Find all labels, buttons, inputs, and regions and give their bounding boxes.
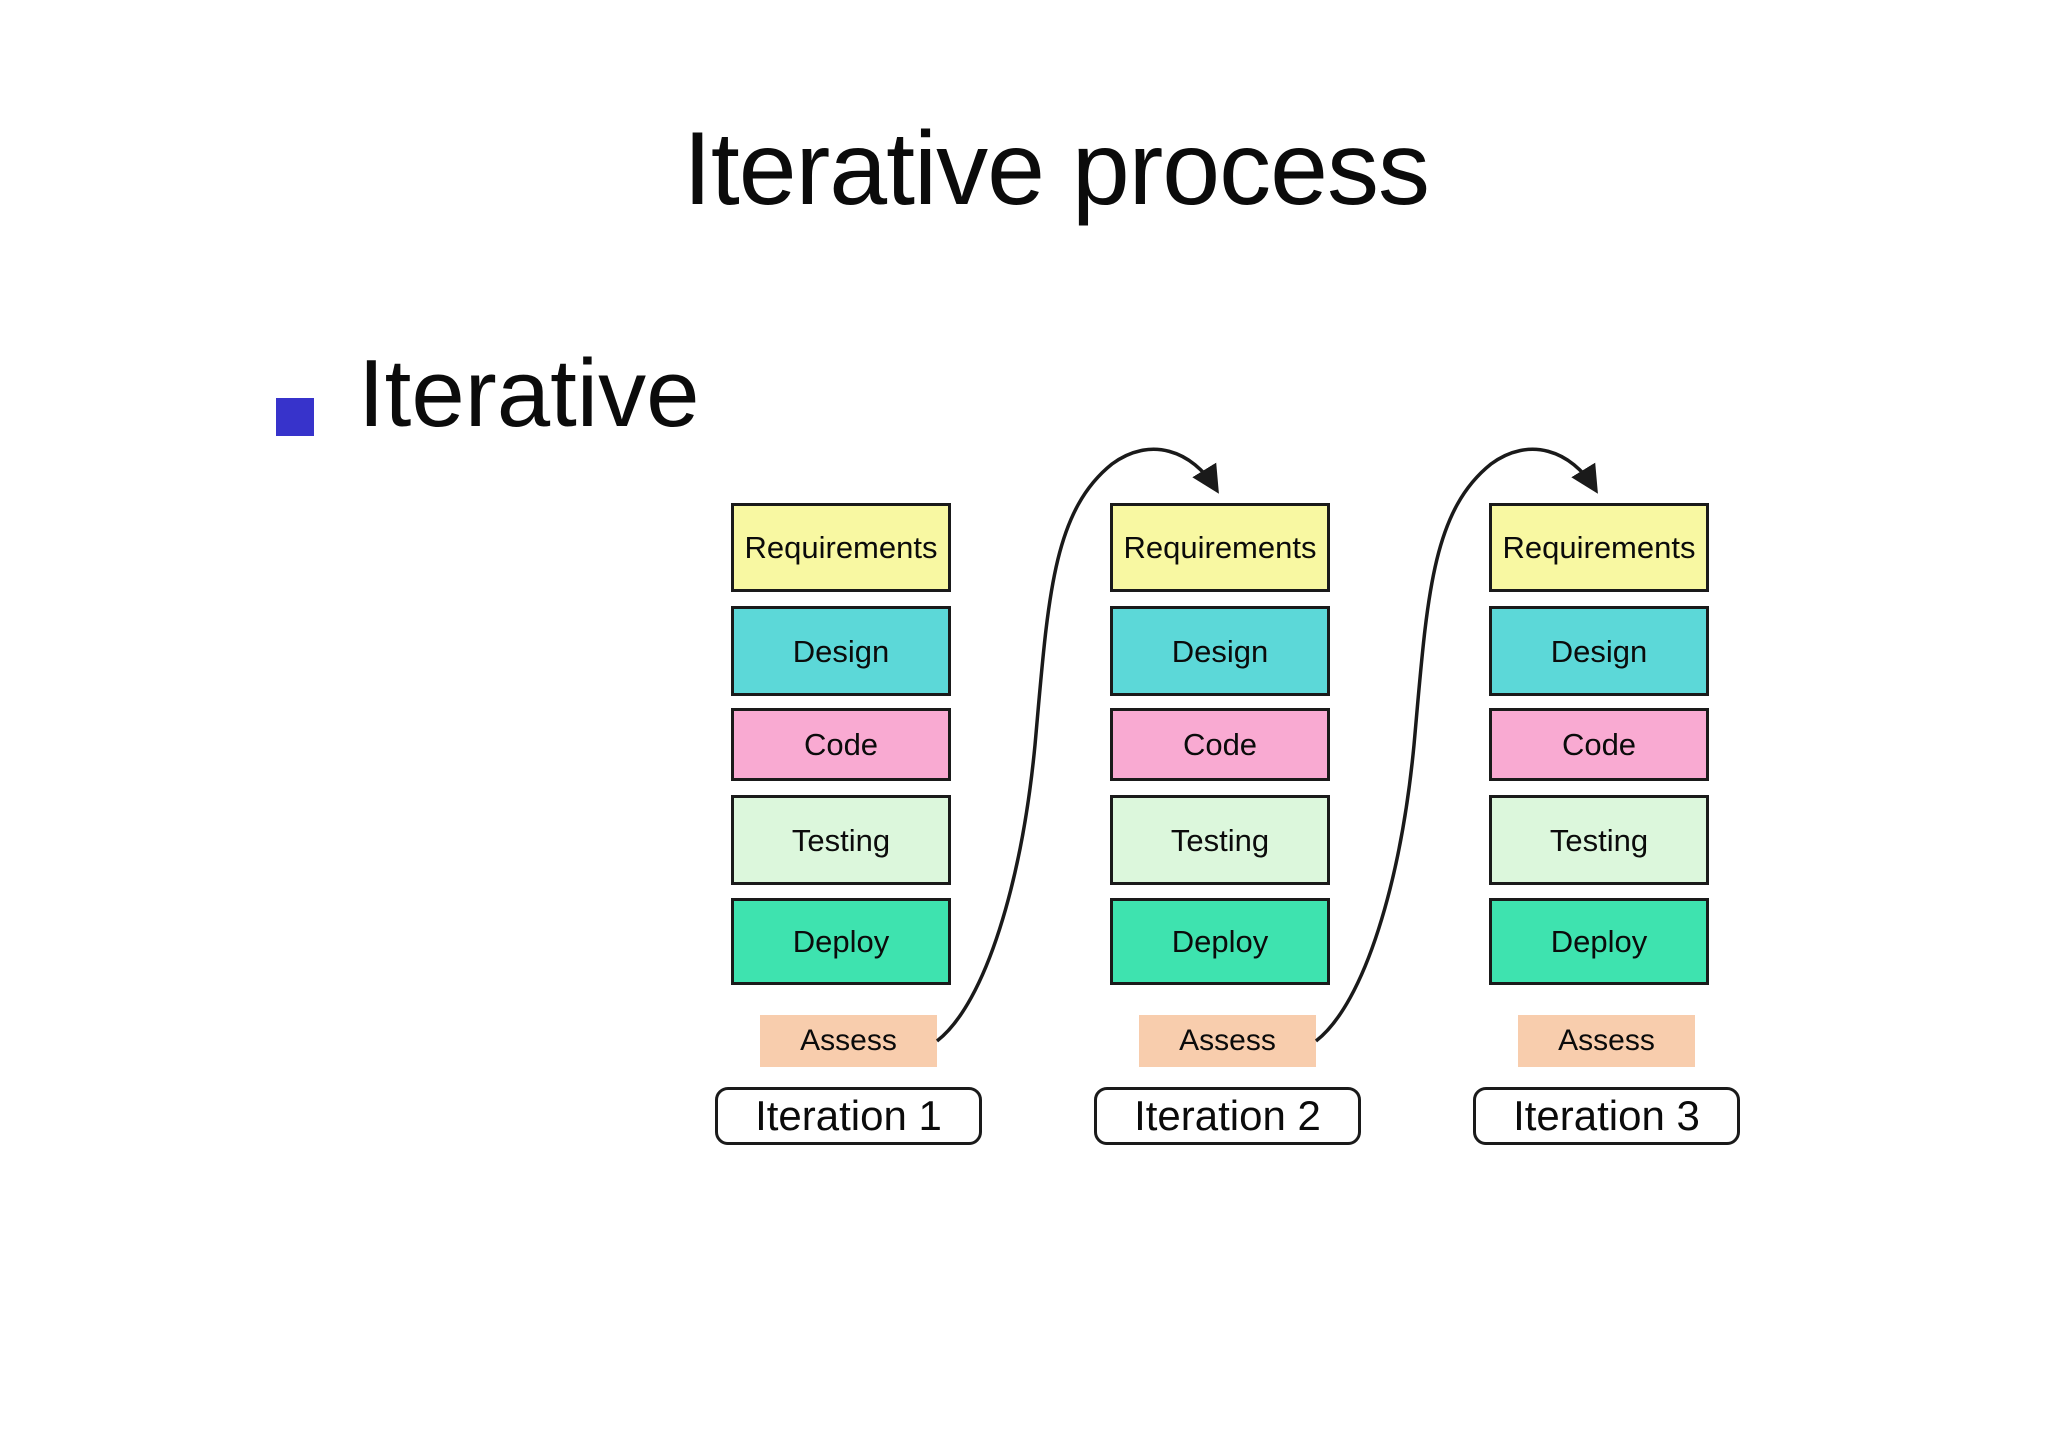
stage-box-code: Code: [1489, 708, 1709, 781]
assess-box: Assess: [1518, 1015, 1695, 1067]
stage-box-deploy: Deploy: [731, 898, 951, 985]
stage-box-code: Code: [731, 708, 951, 781]
stage-box-code: Code: [1110, 708, 1330, 781]
stage-box-design: Design: [731, 606, 951, 696]
stage-box-design: Design: [1110, 606, 1330, 696]
stage-box-design: Design: [1489, 606, 1709, 696]
iteration-column-3: Requirements Design Code Testing Deploy …: [1473, 0, 1740, 1447]
iteration-column-2: Requirements Design Code Testing Deploy …: [1094, 0, 1361, 1447]
iteration-label: Iteration 3: [1473, 1087, 1740, 1145]
slide-title: Iterative process: [683, 111, 1430, 227]
stage-box-testing: Testing: [731, 795, 951, 885]
stage-box-requirements: Requirements: [1110, 503, 1330, 592]
iteration-label: Iteration 2: [1094, 1087, 1361, 1145]
stage-box-testing: Testing: [1110, 795, 1330, 885]
stage-box-deploy: Deploy: [1110, 898, 1330, 985]
assess-box: Assess: [1139, 1015, 1316, 1067]
assess-box: Assess: [760, 1015, 937, 1067]
stage-box-requirements: Requirements: [731, 503, 951, 592]
iteration-column-1: Requirements Design Code Testing Deploy …: [715, 0, 982, 1447]
iteration-label: Iteration 1: [715, 1087, 982, 1145]
bullet-marker: [276, 398, 314, 436]
stage-box-deploy: Deploy: [1489, 898, 1709, 985]
stage-box-testing: Testing: [1489, 795, 1709, 885]
bullet-item-label: Iterative: [358, 340, 700, 447]
stage-box-requirements: Requirements: [1489, 503, 1709, 592]
